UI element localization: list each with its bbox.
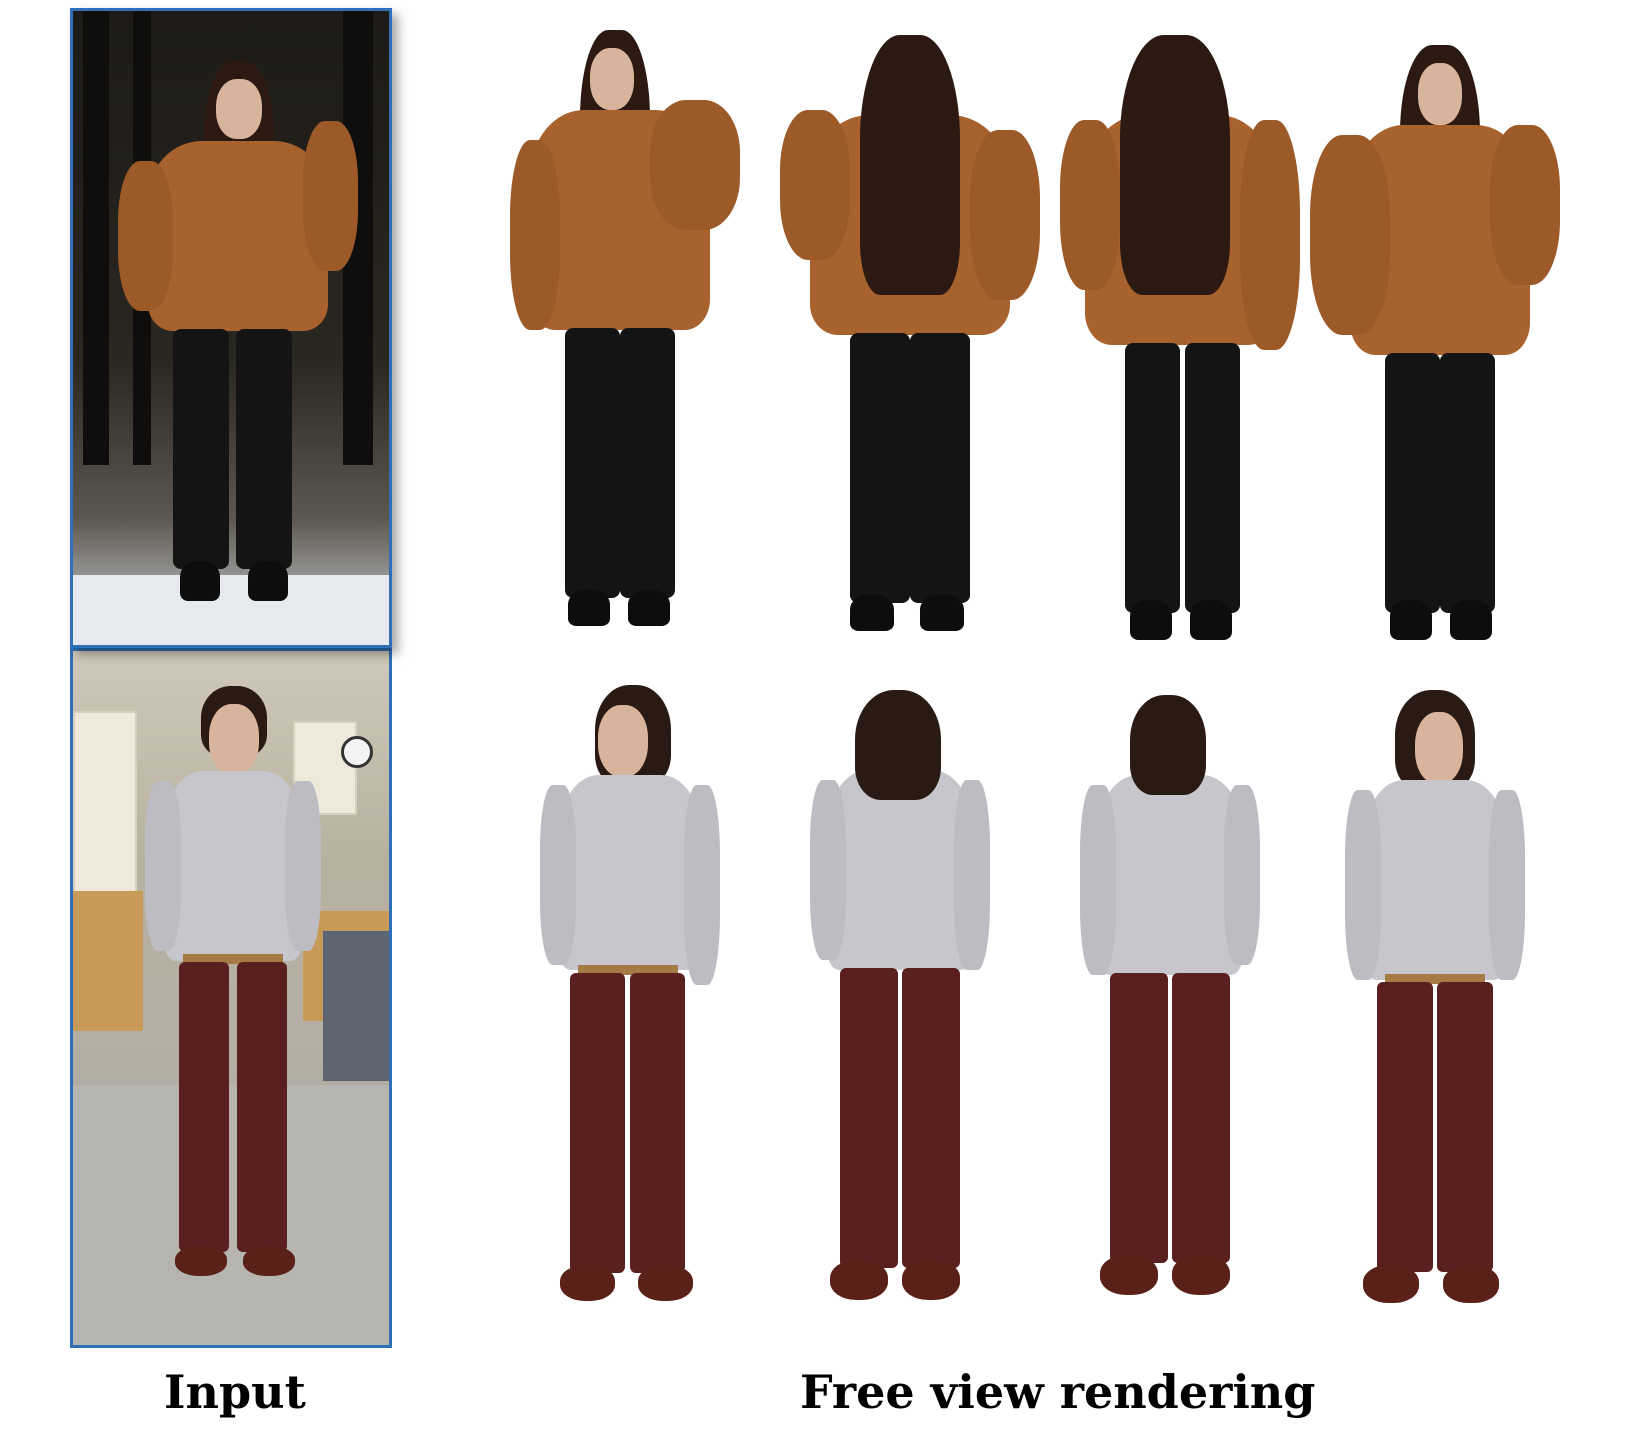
render-woman-view-2 [780, 35, 1040, 640]
render-man-view-2 [810, 690, 990, 1305]
man-figure [143, 686, 323, 1326]
wall-clock [341, 736, 373, 768]
tree-trunk [83, 11, 109, 465]
woman-figure [118, 51, 358, 631]
office-floor [73, 1085, 389, 1345]
snow-ground [73, 575, 389, 645]
render-man-view-1 [540, 685, 720, 1305]
input-photo-man [70, 648, 392, 1348]
caption-input: Input [164, 1365, 306, 1419]
office-partition [323, 931, 389, 1081]
input-photo-woman [70, 8, 392, 648]
render-woman-view-4 [1310, 45, 1560, 645]
office-desk [73, 891, 143, 1031]
caption-free-view-rendering: Free view rendering [800, 1365, 1316, 1419]
render-man-view-3 [1080, 695, 1260, 1300]
render-woman-view-1 [510, 30, 740, 640]
render-man-view-4 [1345, 690, 1525, 1305]
render-woman-view-3 [1060, 35, 1300, 645]
